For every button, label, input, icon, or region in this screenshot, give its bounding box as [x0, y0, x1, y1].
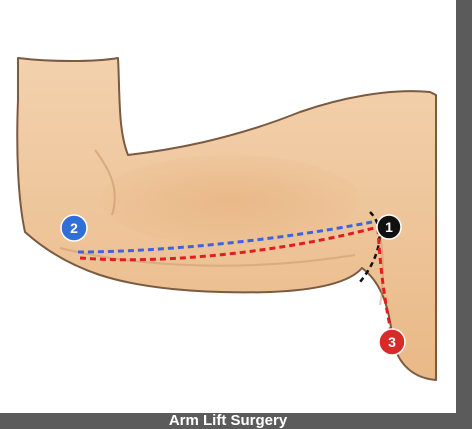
- caption-text: Arm Lift Surgery: [0, 413, 456, 429]
- frame-right-border: [456, 0, 472, 429]
- marker-2: 2: [61, 215, 87, 241]
- marker-1-label: 1: [385, 219, 393, 235]
- arm-lift-diagram: 1 2 3: [0, 0, 456, 413]
- marker-1: 1: [377, 215, 401, 239]
- marker-3: 3: [379, 329, 405, 355]
- marker-2-label: 2: [70, 220, 78, 236]
- marker-3-label: 3: [388, 334, 396, 350]
